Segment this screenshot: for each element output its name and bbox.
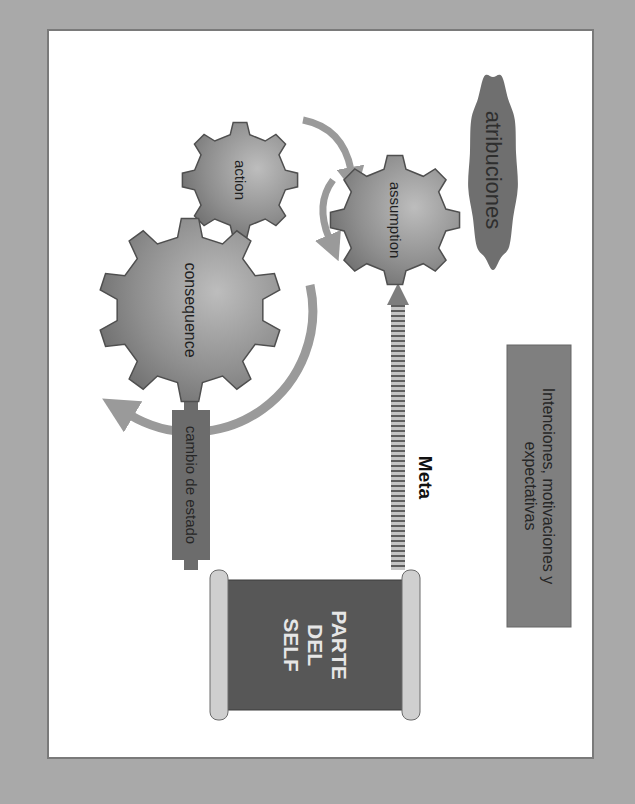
- gear-shape: [330, 155, 459, 284]
- text-holder: PARTE DEL SELF: [210, 570, 420, 720]
- node-text: Intenciones, motivaciones y expectativas: [521, 379, 558, 594]
- state-link: [184, 560, 198, 570]
- edge-label: Meta: [414, 456, 436, 499]
- scroll-roll: [210, 570, 228, 720]
- node-text: action: [231, 160, 248, 200]
- scroll-roll: [402, 570, 420, 720]
- node-text: PARTE DEL SELF: [279, 605, 351, 685]
- scroll-sheet: [222, 580, 408, 710]
- band-shape: [172, 410, 210, 560]
- text-holder: cambio de estado: [172, 410, 210, 560]
- box-shape: [507, 345, 571, 627]
- rotation-arc: [303, 120, 351, 170]
- cloud-shape: [468, 75, 518, 270]
- text-holder: atribuciones: [469, 70, 517, 270]
- node-text: atribuciones: [480, 111, 505, 230]
- self-scroll: PARTE DEL SELF: [210, 570, 420, 720]
- state-band: cambio de estado: [172, 410, 210, 560]
- node-text: assumption: [386, 182, 403, 259]
- text-holder: consequence: [98, 218, 282, 402]
- inner-panel: [48, 30, 593, 758]
- text-holder: Intenciones, motivaciones y expectativas: [507, 345, 571, 627]
- node-text: consequence: [181, 262, 199, 357]
- goal-arrow: [391, 305, 405, 570]
- gear-node: consequence: [98, 218, 282, 402]
- attribution-cloud: atribuciones: [469, 70, 517, 270]
- text-holder: assumption: [330, 155, 460, 285]
- node-text: cambio de estado: [182, 426, 199, 544]
- rotation-arc: [323, 180, 333, 238]
- intention-box: Intenciones, motivaciones y expectativas: [507, 345, 571, 627]
- gear-shape: [100, 218, 280, 401]
- gear-node: assumption: [330, 155, 460, 285]
